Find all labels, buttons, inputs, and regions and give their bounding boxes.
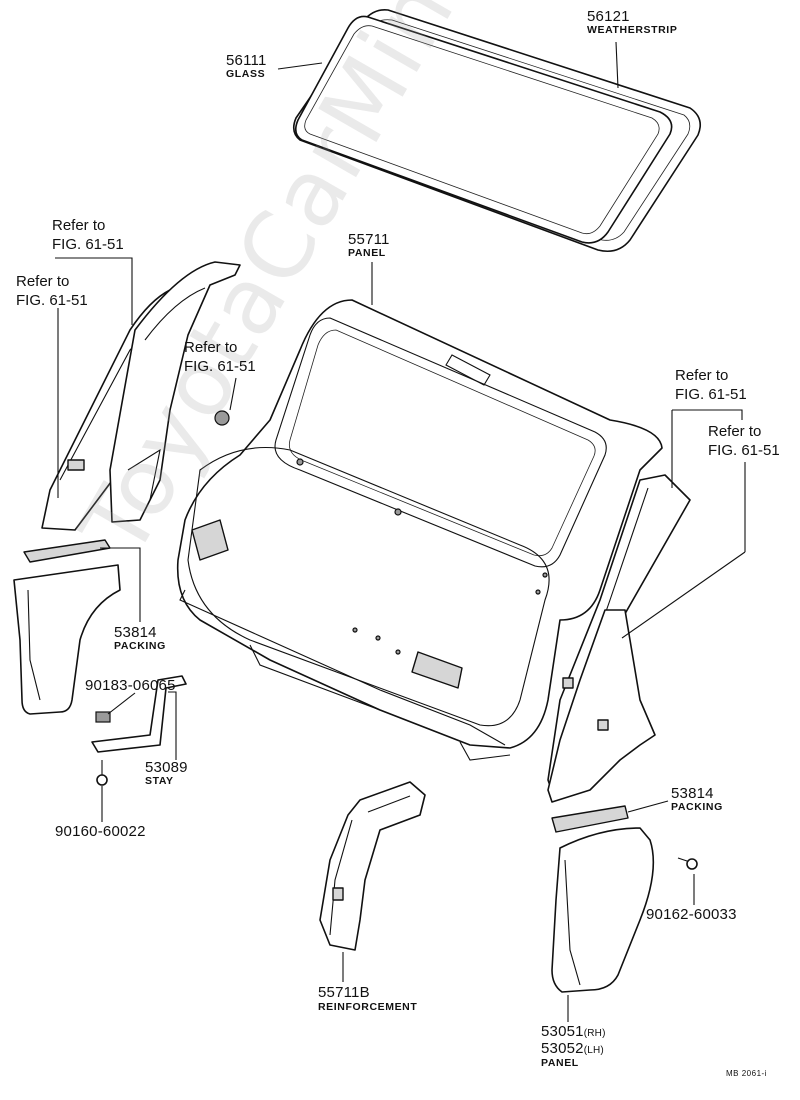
part-number-panel-rh: 53051(RH) [541, 1024, 606, 1039]
part-number-screw-left: 90160-60022 [55, 823, 146, 840]
part-number-glass: 56111 [226, 52, 267, 69]
part-name-reinforcement: REINFORCEMENT [318, 1001, 418, 1013]
part-number-packing-right: 53814 [671, 785, 714, 802]
part-number-53051: 53051 [541, 1023, 584, 1040]
part-name-glass: GLASS [226, 68, 266, 80]
reference-note-5: Refer to FIG. 61-51 [708, 422, 780, 460]
part-name-packing-right: PACKING [671, 801, 723, 813]
part-number-screw-right: 90162-60033 [646, 906, 737, 923]
part-number-reinforcement: 55711B [318, 984, 370, 1001]
back-door-panel-shape [176, 299, 663, 761]
right-lower-panel-shape [551, 827, 655, 993]
right-inner-pillar-shape [547, 609, 656, 803]
left-inner-pillar-shape [109, 261, 241, 523]
leader-lines [55, 41, 746, 1022]
reference-4-line2: FIG. 61-51 [675, 386, 747, 403]
reference-1-line1: Refer to [52, 217, 106, 234]
reference-2-line1: Refer to [16, 273, 70, 290]
reference-5-line1: Refer to [708, 423, 762, 440]
part-name-weatherstrip: WEATHERSTRIP [587, 24, 678, 36]
reinforcement-shape [319, 781, 426, 951]
left-lower-panel-shape [13, 564, 121, 715]
screw-90160-shape [96, 760, 108, 786]
part-number-53052: 53052 [541, 1040, 584, 1057]
right-packing-shape [551, 805, 629, 833]
part-name-stay: STAY [145, 775, 174, 787]
part-number-clip: 90183-06065 [85, 677, 176, 694]
clip-90183-shape [95, 711, 111, 723]
part-number-packing-left: 53814 [114, 624, 157, 641]
part-number-panel: 55711 [348, 231, 390, 248]
part-name-packing-left: PACKING [114, 640, 166, 652]
reference-note-3: Refer to FIG. 61-51 [184, 338, 256, 376]
reference-note-1: Refer to FIG. 61-51 [52, 216, 124, 254]
part-name-panel: PANEL [348, 247, 386, 259]
stay-shape [91, 675, 187, 753]
part-side-rh: (RH) [583, 1028, 606, 1039]
reference-3-line1: Refer to [184, 339, 238, 356]
figure-code: MB 2061-i [726, 1069, 767, 1078]
reference-5-line2: FIG. 61-51 [708, 442, 780, 459]
reference-3-line2: FIG. 61-51 [184, 358, 256, 375]
part-side-lh: (LH) [583, 1045, 604, 1056]
reference-4-line1: Refer to [675, 367, 729, 384]
reference-note-2: Refer to FIG. 61-51 [16, 272, 88, 310]
reference-1-line2: FIG. 61-51 [52, 236, 124, 253]
part-number-panel-lh: 53052(LH) [541, 1041, 604, 1056]
glass-shape [294, 15, 673, 244]
screw-90162-shape [677, 857, 698, 870]
reference-2-line2: FIG. 61-51 [16, 292, 88, 309]
part-number-stay: 53089 [145, 759, 188, 776]
part-name-side-panel: PANEL [541, 1057, 579, 1069]
part-number-weatherstrip: 56121 [587, 8, 630, 25]
reference-note-4: Refer to FIG. 61-51 [675, 366, 747, 404]
left-packing-shape [23, 539, 111, 563]
